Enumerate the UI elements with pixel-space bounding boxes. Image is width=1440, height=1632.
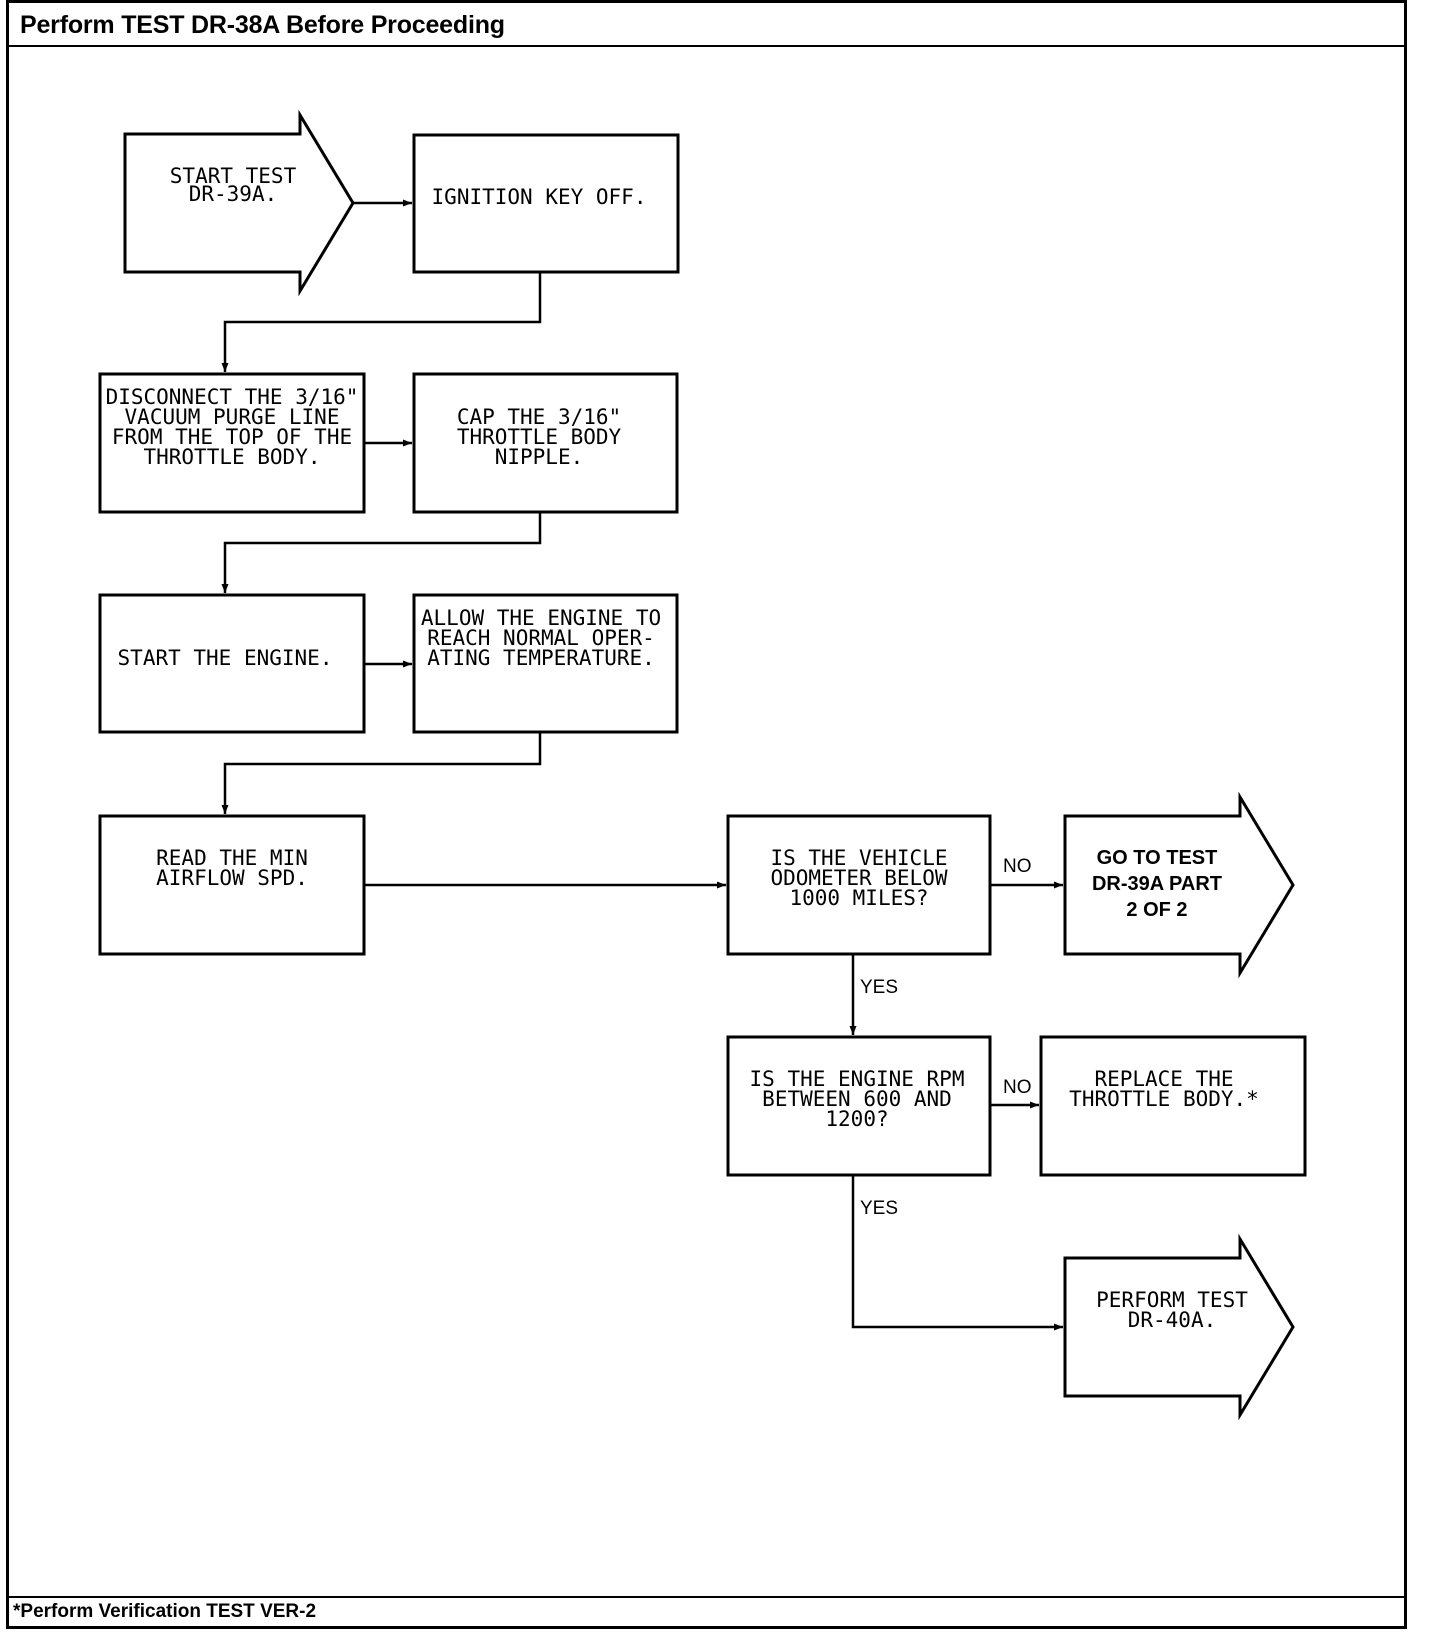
rpm-yes-label: YES — [860, 1198, 898, 1219]
footnote: *Perform Verification TEST VER-2 — [9, 1596, 1404, 1626]
replace-line: THROTTLE BODY.* — [1069, 1087, 1259, 1111]
page-frame: Perform TEST DR-38A Before Proceeding *P… — [6, 0, 1407, 1629]
warm-up-line: ATING TEMPERATURE. — [427, 646, 655, 670]
cap-box — [412, 372, 679, 514]
start-engine-text: START THE ENGINE. — [118, 646, 333, 670]
read-min-box — [98, 814, 366, 956]
warm-up-line: ALLOW THE ENGINE TO — [421, 606, 661, 630]
start-node-shape — [123, 109, 355, 297]
edge-ignition-disconnect — [221, 272, 542, 372]
rpm-question-box — [726, 1035, 992, 1177]
start-line: DR-39A. — [189, 182, 278, 206]
perform-40a-shape — [1063, 1233, 1295, 1421]
odometer-q-line: 1000 MILES? — [789, 886, 928, 910]
goto-part2-line: GO TO TEST — [1097, 847, 1218, 869]
perform-40a-line: PERFORM TEST — [1096, 1288, 1248, 1312]
edge-cap-startengine — [221, 512, 542, 593]
cap-line: NIPPLE. — [495, 445, 584, 469]
read-min-line: AIRFLOW SPD. — [156, 866, 308, 890]
warm-up-line: REACH NORMAL OPER- — [427, 626, 655, 650]
start-engine-box — [98, 593, 366, 734]
ignition-off-box — [412, 133, 680, 274]
replace-box — [1039, 1035, 1307, 1177]
start-engine-line: START THE ENGINE. — [118, 646, 333, 670]
cap-line: CAP THE 3/16" — [457, 405, 621, 429]
perform-40a-line: DR-40A. — [1128, 1308, 1217, 1332]
odometer-q-line: IS THE VEHICLE — [770, 846, 947, 870]
page-title: Perform TEST DR-38A Before Proceeding — [9, 3, 1404, 47]
odometer-no-label: NO — [1003, 856, 1032, 877]
goto-part2-text: GO TO TEST DR-39A PART 2 OF 2 — [1092, 847, 1222, 921]
warm-up-box — [412, 593, 679, 734]
cap-line: THROTTLE BODY — [457, 425, 622, 449]
odometer-question-box — [726, 814, 992, 956]
goto-part2-line: DR-39A PART — [1092, 873, 1222, 895]
rpm-q-line: IS THE ENGINE RPM — [750, 1067, 965, 1091]
edge-warmup-readmin — [221, 732, 542, 814]
ignition-off-text: IGNITION KEY OFF. — [432, 185, 647, 209]
goto-part2-line: 2 OF 2 — [1126, 899, 1187, 921]
disconnect-line: FROM THE TOP OF THE — [112, 425, 352, 449]
goto-part2-shape — [1063, 791, 1295, 979]
disconnect-box — [98, 372, 366, 514]
odometer-q-line: ODOMETER BELOW — [770, 866, 947, 890]
disconnect-line: THROTTLE BODY. — [143, 445, 320, 469]
rpm-q-line: BETWEEN 600 AND — [762, 1087, 952, 1111]
disconnect-line: VACUUM PURGE LINE — [125, 405, 340, 429]
start-line: START TEST — [170, 164, 297, 188]
rpm-q-line: 1200? — [825, 1107, 888, 1131]
odometer-yes-label: YES — [860, 977, 898, 998]
replace-line: REPLACE THE — [1094, 1067, 1233, 1091]
disconnect-line: DISCONNECT THE 3/16" — [106, 385, 359, 409]
rpm-no-label: NO — [1003, 1077, 1032, 1098]
edge-rpm-yes — [851, 1175, 1063, 1331]
read-min-line: READ THE MIN — [156, 846, 308, 870]
ignition-off-line: IGNITION KEY OFF. — [432, 185, 647, 209]
